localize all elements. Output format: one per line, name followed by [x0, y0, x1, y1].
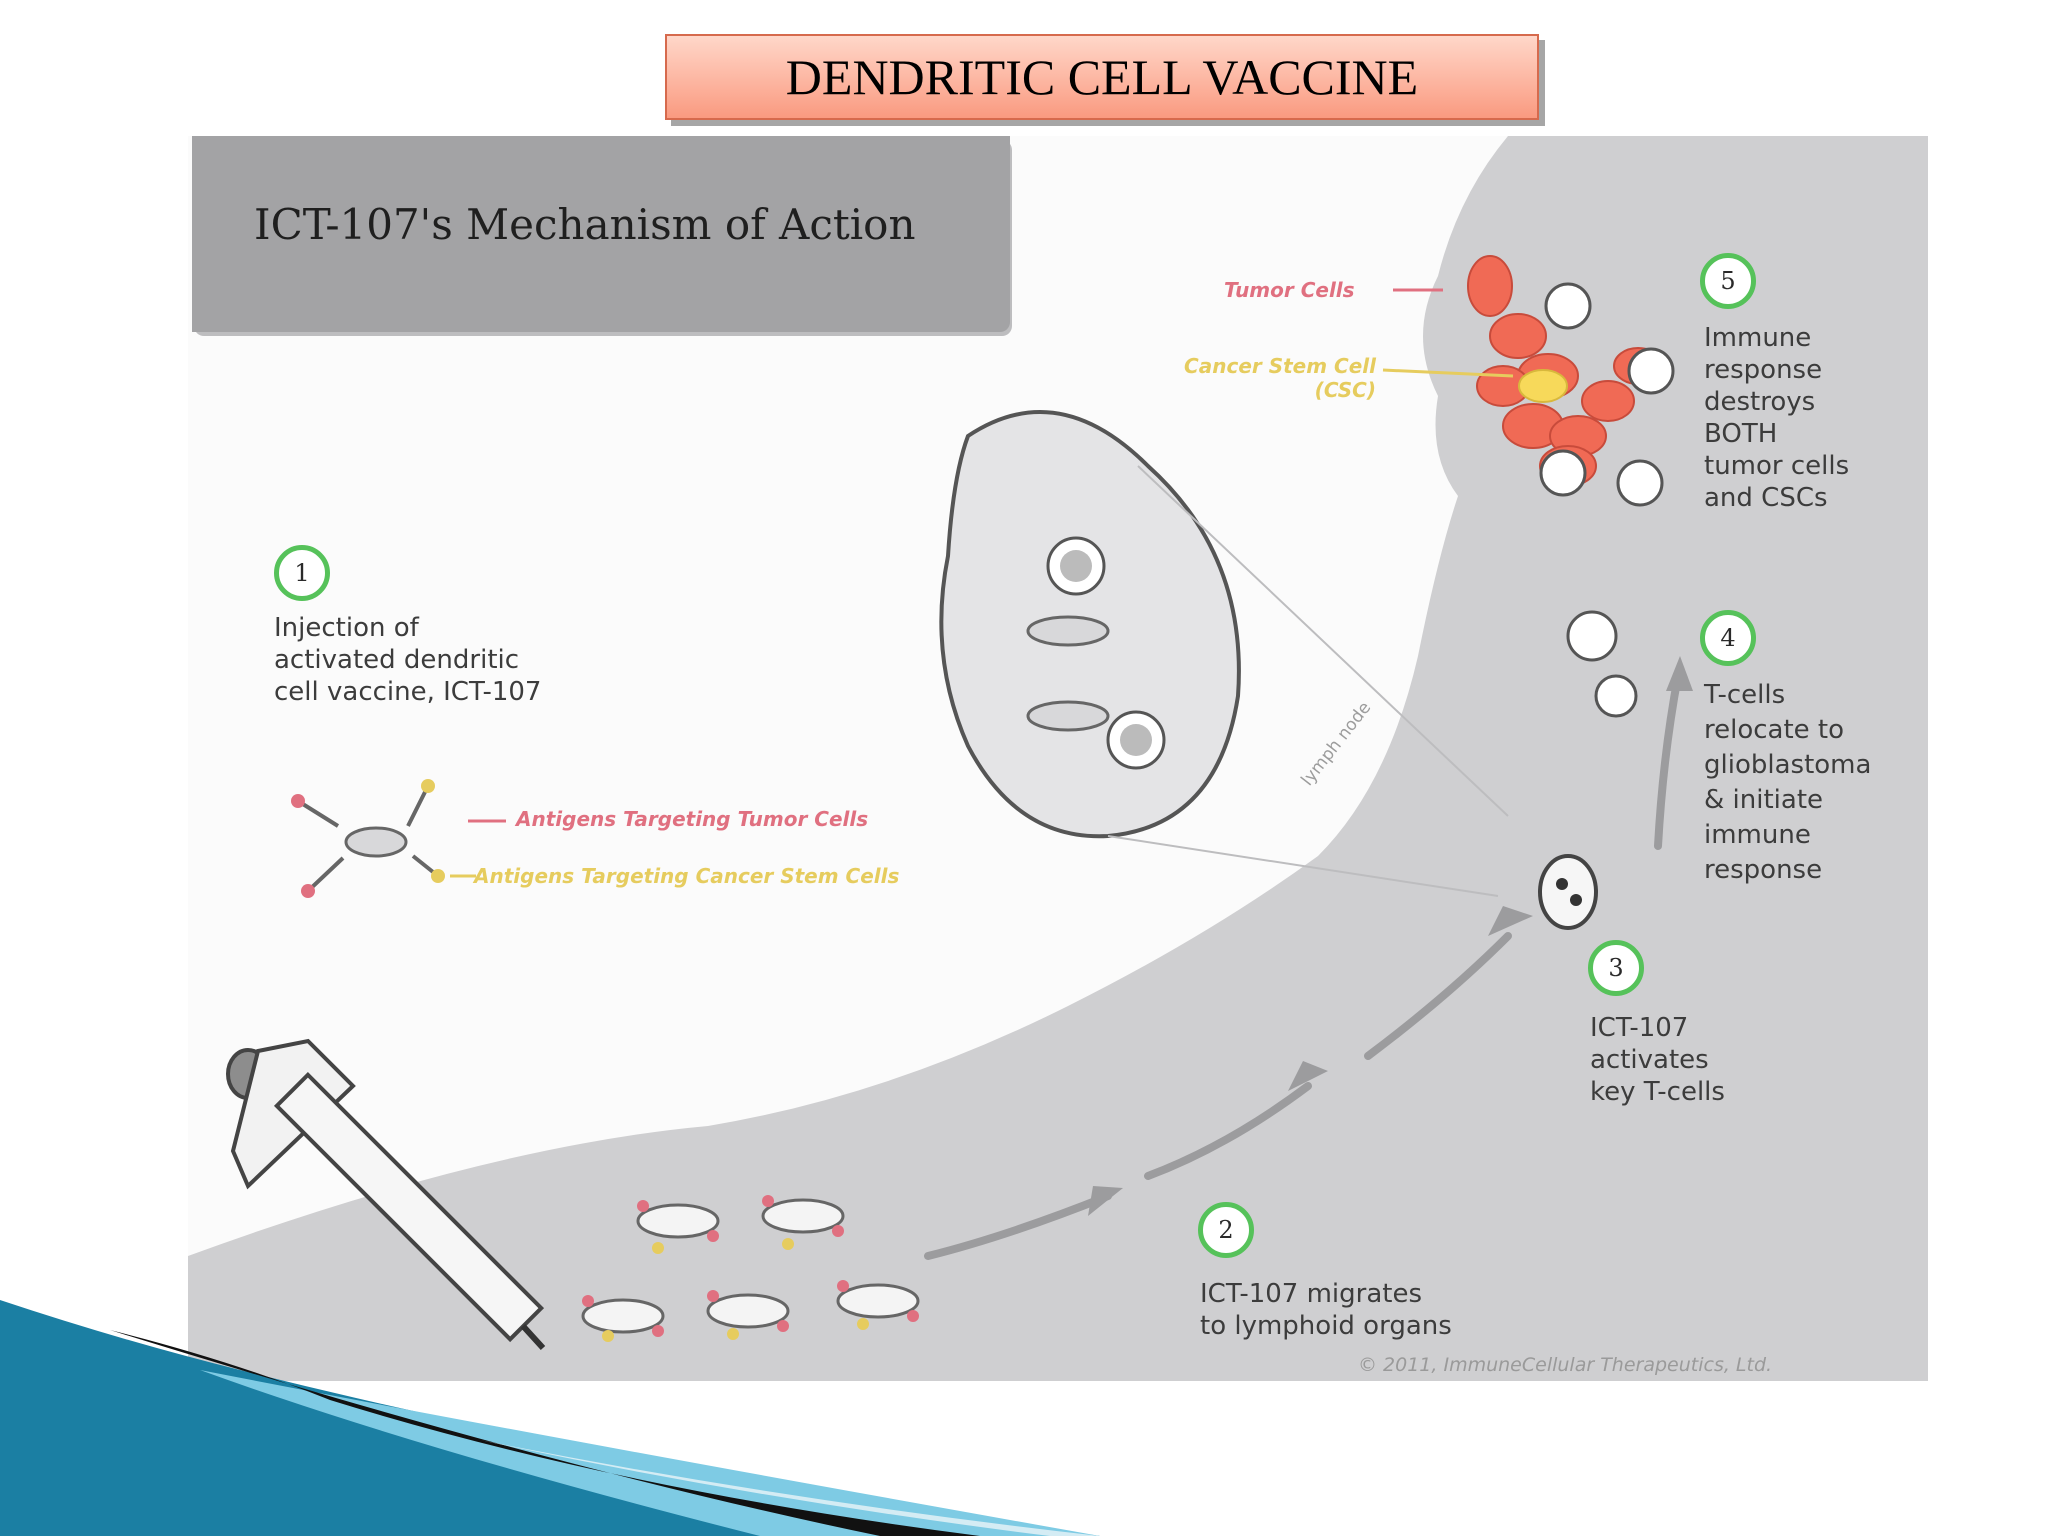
step-5-text: Immune response destroys BOTH tumor cell…	[1704, 323, 1850, 513]
antigens-tumor-label: Antigens Targeting Tumor Cells	[516, 807, 869, 831]
syringe-illustration	[226, 1038, 546, 1351]
csc-antigen-dots	[602, 1238, 869, 1342]
body-silhouette	[188, 136, 1928, 1381]
mechanism-diagram: ICT-107's Mechanism of Action 1 Injectio…	[188, 136, 1928, 1381]
step-2-text: ICT-107 migrates to lymphoid organs	[1200, 1279, 1452, 1341]
bottom-swoosh-decoration	[0, 1300, 1100, 1536]
activated-cell	[1538, 854, 1598, 930]
csc-label-line	[1382, 368, 1514, 378]
step-4-badge: 4	[1700, 610, 1756, 666]
csc-label: Cancer Stem Cell (CSC)	[1184, 354, 1376, 402]
step-3-text: ICT-107 activates key T-cells	[1590, 1013, 1725, 1107]
step-2-badge: 2	[1198, 1202, 1254, 1258]
legend-dendritic-cell	[291, 779, 506, 898]
antigen-dots	[582, 1195, 919, 1337]
step-5-badge: 5	[1700, 253, 1756, 309]
t-cells	[1566, 610, 1638, 718]
lymph-node-illustration	[939, 410, 1509, 897]
antigens-csc-label: Antigens Targeting Cancer Stem Cells	[474, 864, 900, 888]
step-1-text: Injection of activated dendritic cell va…	[274, 613, 542, 707]
step-4-text: T-cells relocate to glioblastoma & initi…	[1704, 680, 1872, 885]
t-cells-attacking	[1539, 282, 1675, 507]
diagram-title: ICT-107's Mechanism of Action	[254, 200, 916, 249]
step-1-badge: 1	[274, 545, 330, 601]
step-3-badge: 3	[1588, 940, 1644, 996]
diagram-header: ICT-107's Mechanism of Action	[192, 136, 1010, 332]
cancer-stem-cell	[1518, 369, 1568, 403]
migration-arrow	[924, 672, 1682, 1260]
slide-title: DENDRITIC CELL VACCINE	[665, 34, 1539, 120]
arrow-heads	[1088, 656, 1693, 1216]
tumor-cells-cluster	[1467, 255, 1663, 487]
dendritic-cells-cluster	[581, 1198, 920, 1334]
copyright-notice: © 2011, ImmuneCellular Therapeutics, Ltd…	[1358, 1354, 1773, 1376]
tumor-cells-label: Tumor Cells	[1224, 278, 1355, 302]
